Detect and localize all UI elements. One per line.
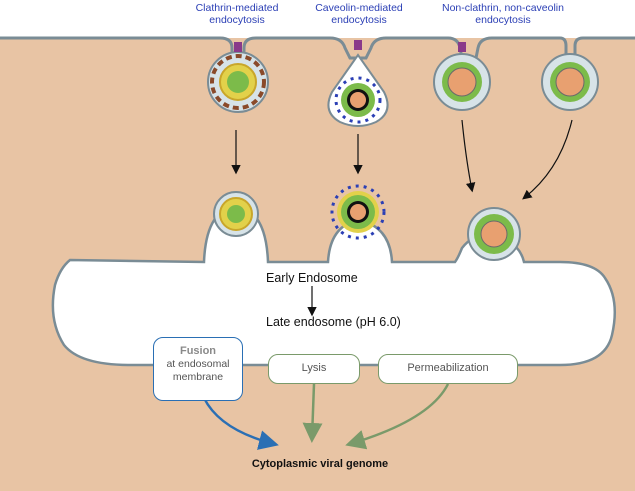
lysis-box: Lysis bbox=[268, 354, 360, 384]
arrow-fusion bbox=[202, 397, 279, 450]
label-non-clathrin: Non-clathrin, non-caveolin endocytosis bbox=[442, 2, 564, 26]
non-clathrin-vesicle-1 bbox=[433, 42, 491, 111]
clathrin-budding-vesicle bbox=[207, 42, 269, 113]
plasma-membrane bbox=[0, 36, 635, 60]
caveolin-endosome-vesicle bbox=[330, 184, 386, 240]
fusion-title: Fusion bbox=[179, 345, 217, 357]
arrow-permeabilization bbox=[345, 383, 450, 450]
label-caveolin: Caveolin-mediated endocytosis bbox=[315, 2, 403, 26]
label-clathrin: Clathrin-mediated endocytosis bbox=[195, 2, 279, 26]
early-endosome-label: Early Endosome bbox=[266, 271, 358, 285]
arrow-non-clathrin-1 bbox=[461, 119, 476, 193]
clathrin-endosome-vesicle bbox=[213, 191, 259, 237]
non-clathrin-vesicle-2 bbox=[541, 53, 599, 111]
late-endosome-label: Late endosome (pH 6.0) bbox=[266, 315, 401, 329]
caveolin-budding-vesicle bbox=[327, 40, 389, 127]
fusion-text: at endosomal membrane bbox=[166, 358, 230, 383]
fusion-box: Fusion at endosomal membrane bbox=[153, 337, 243, 401]
permeabilization-box: Permeabilization bbox=[378, 354, 518, 384]
non-clathrin-endosome-vesicle bbox=[467, 207, 521, 261]
arrow-lysis bbox=[302, 383, 323, 443]
arrow-non-clathrin-2 bbox=[522, 119, 573, 200]
result-label: Cytoplasmic viral genome bbox=[251, 458, 389, 470]
